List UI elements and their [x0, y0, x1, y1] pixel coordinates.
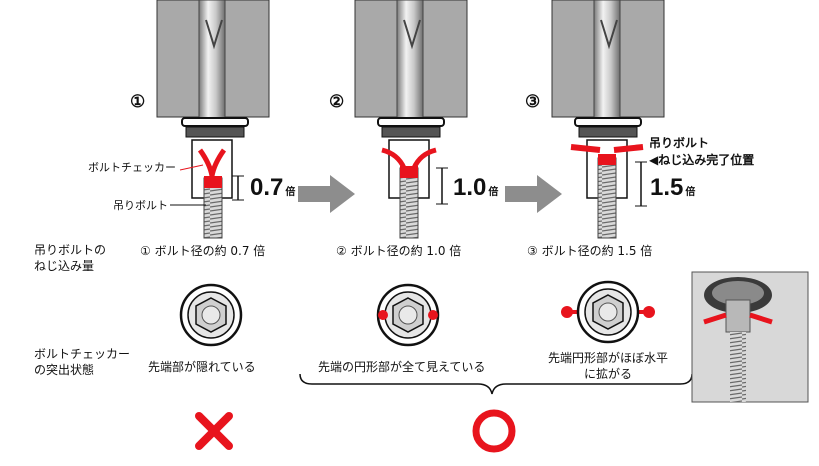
assembly-step-3: [551, 0, 665, 239]
nut: [578, 126, 638, 138]
annotation-line-2: ◀ねじ込み完了位置: [649, 153, 755, 167]
anchor-sleeve: [593, 0, 621, 121]
hanging-bolt-thread: [399, 167, 419, 239]
label-hanging-bolt: 吊りボルト: [113, 199, 168, 212]
brace: [299, 373, 693, 395]
label-bolt-checker: ボルトチェッカー: [88, 161, 176, 174]
leader-bolt-checker: [179, 164, 204, 171]
assembly-step-2: [354, 0, 468, 239]
step-number-3: ③: [525, 92, 541, 111]
step-number-2: ②: [329, 92, 345, 111]
hanging-bolt-thread: [597, 157, 617, 239]
washer: [574, 117, 642, 127]
top-view-1: [179, 283, 243, 347]
checker-tip: [197, 148, 227, 177]
next-arrow-2: [505, 175, 562, 213]
caption-step-1: ① ボルト径の約 0.7 倍: [140, 244, 266, 258]
annotation-line-1: 吊りボルト: [649, 136, 710, 150]
step-number-1: ①: [130, 92, 146, 111]
state-step-1: 先端部が隠れている: [148, 360, 256, 374]
checker-tip: [570, 144, 644, 153]
row-label-protrusion-1: ボルトチェッカー: [34, 347, 131, 361]
row-label-screw-amount-2: ねじ込み量: [34, 259, 95, 273]
nut: [185, 126, 245, 138]
anchor-sleeve: [198, 0, 226, 121]
washer: [181, 117, 249, 127]
anchor-sleeve: [396, 0, 424, 121]
caption-step-2: ② ボルト径の約 1.0 倍: [336, 244, 462, 258]
result-bad-mark: [195, 412, 233, 450]
checker-tip: [381, 147, 437, 170]
caption-step-3: ③ ボルト径の約 1.5 倍: [527, 244, 653, 258]
row-label-protrusion-2: の突出状態: [34, 363, 95, 377]
result-good-mark: [472, 409, 516, 453]
row-label-screw-amount-1: 吊りボルトの: [34, 243, 107, 257]
state-step-3-line-2: に拡がる: [583, 367, 632, 381]
top-view-3: [561, 280, 655, 344]
state-step-2: 先端の円形部が全て見えている: [318, 360, 486, 374]
next-arrow-1: [298, 175, 355, 213]
assembly-step-1: [156, 0, 270, 239]
washer: [377, 117, 445, 127]
product-photo: [691, 271, 809, 403]
nut: [381, 126, 441, 138]
state-step-3-line-1: 先端円形部がほぼ水平: [547, 351, 668, 365]
top-view-2: [376, 283, 440, 347]
